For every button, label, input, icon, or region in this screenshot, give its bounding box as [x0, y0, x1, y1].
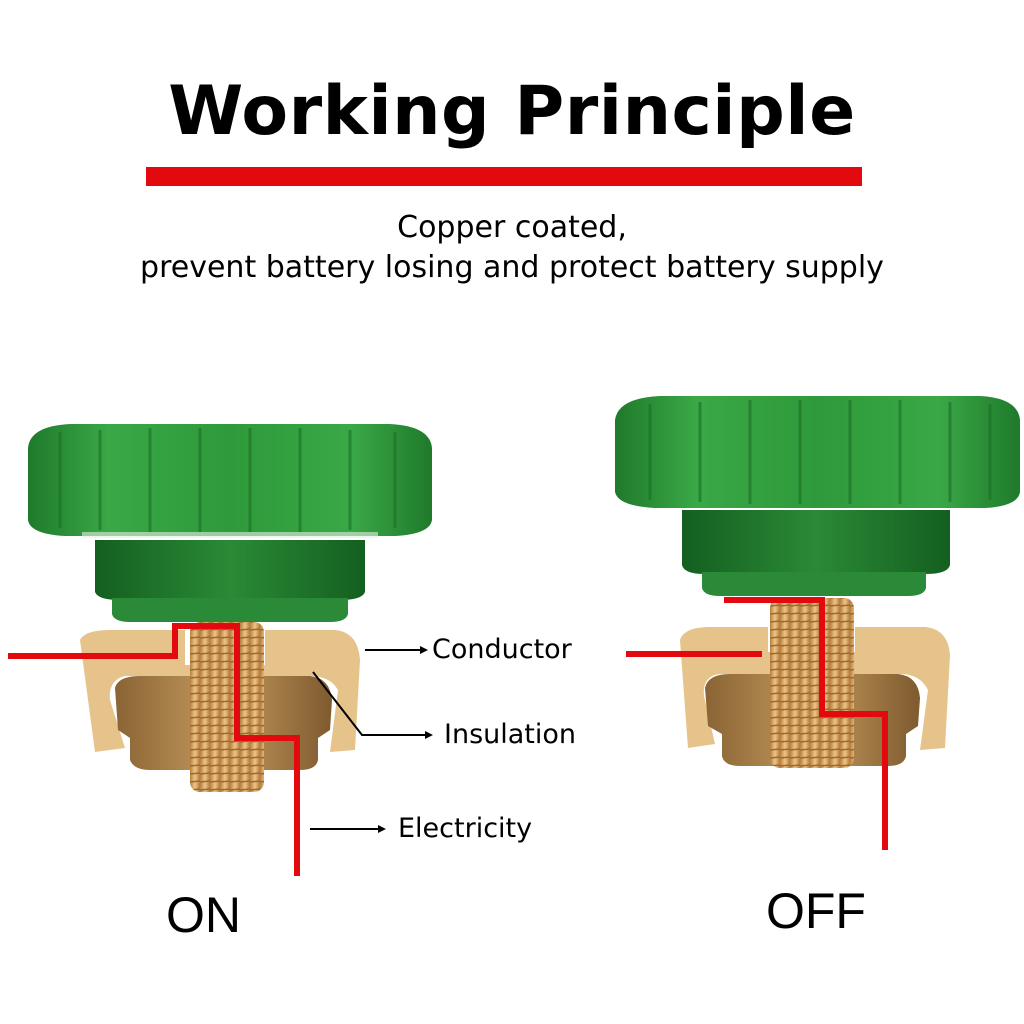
- state-label-on: ON: [166, 887, 241, 943]
- callout-conductor: Conductor: [432, 634, 572, 665]
- electricity-path-upper: [724, 597, 888, 850]
- subtitle-line-2: prevent battery losing and protect batte…: [140, 250, 884, 285]
- screw: [190, 622, 264, 792]
- conductor-shell: [80, 630, 360, 752]
- electricity-path: [8, 623, 300, 876]
- switch-off: [615, 396, 1020, 850]
- switch-on: [8, 424, 433, 876]
- screw: [770, 598, 854, 768]
- callout-insulation: Insulation: [444, 719, 577, 750]
- title-underline: [146, 167, 862, 186]
- knob: [28, 424, 432, 622]
- knob: [615, 396, 1020, 596]
- conductor-shell: [680, 627, 950, 750]
- subtitle-line-1: Copper coated,: [397, 210, 627, 245]
- state-label-off: OFF: [766, 883, 866, 939]
- callout-electricity: Electricity: [398, 813, 533, 844]
- page-title: Working Principle: [168, 72, 856, 151]
